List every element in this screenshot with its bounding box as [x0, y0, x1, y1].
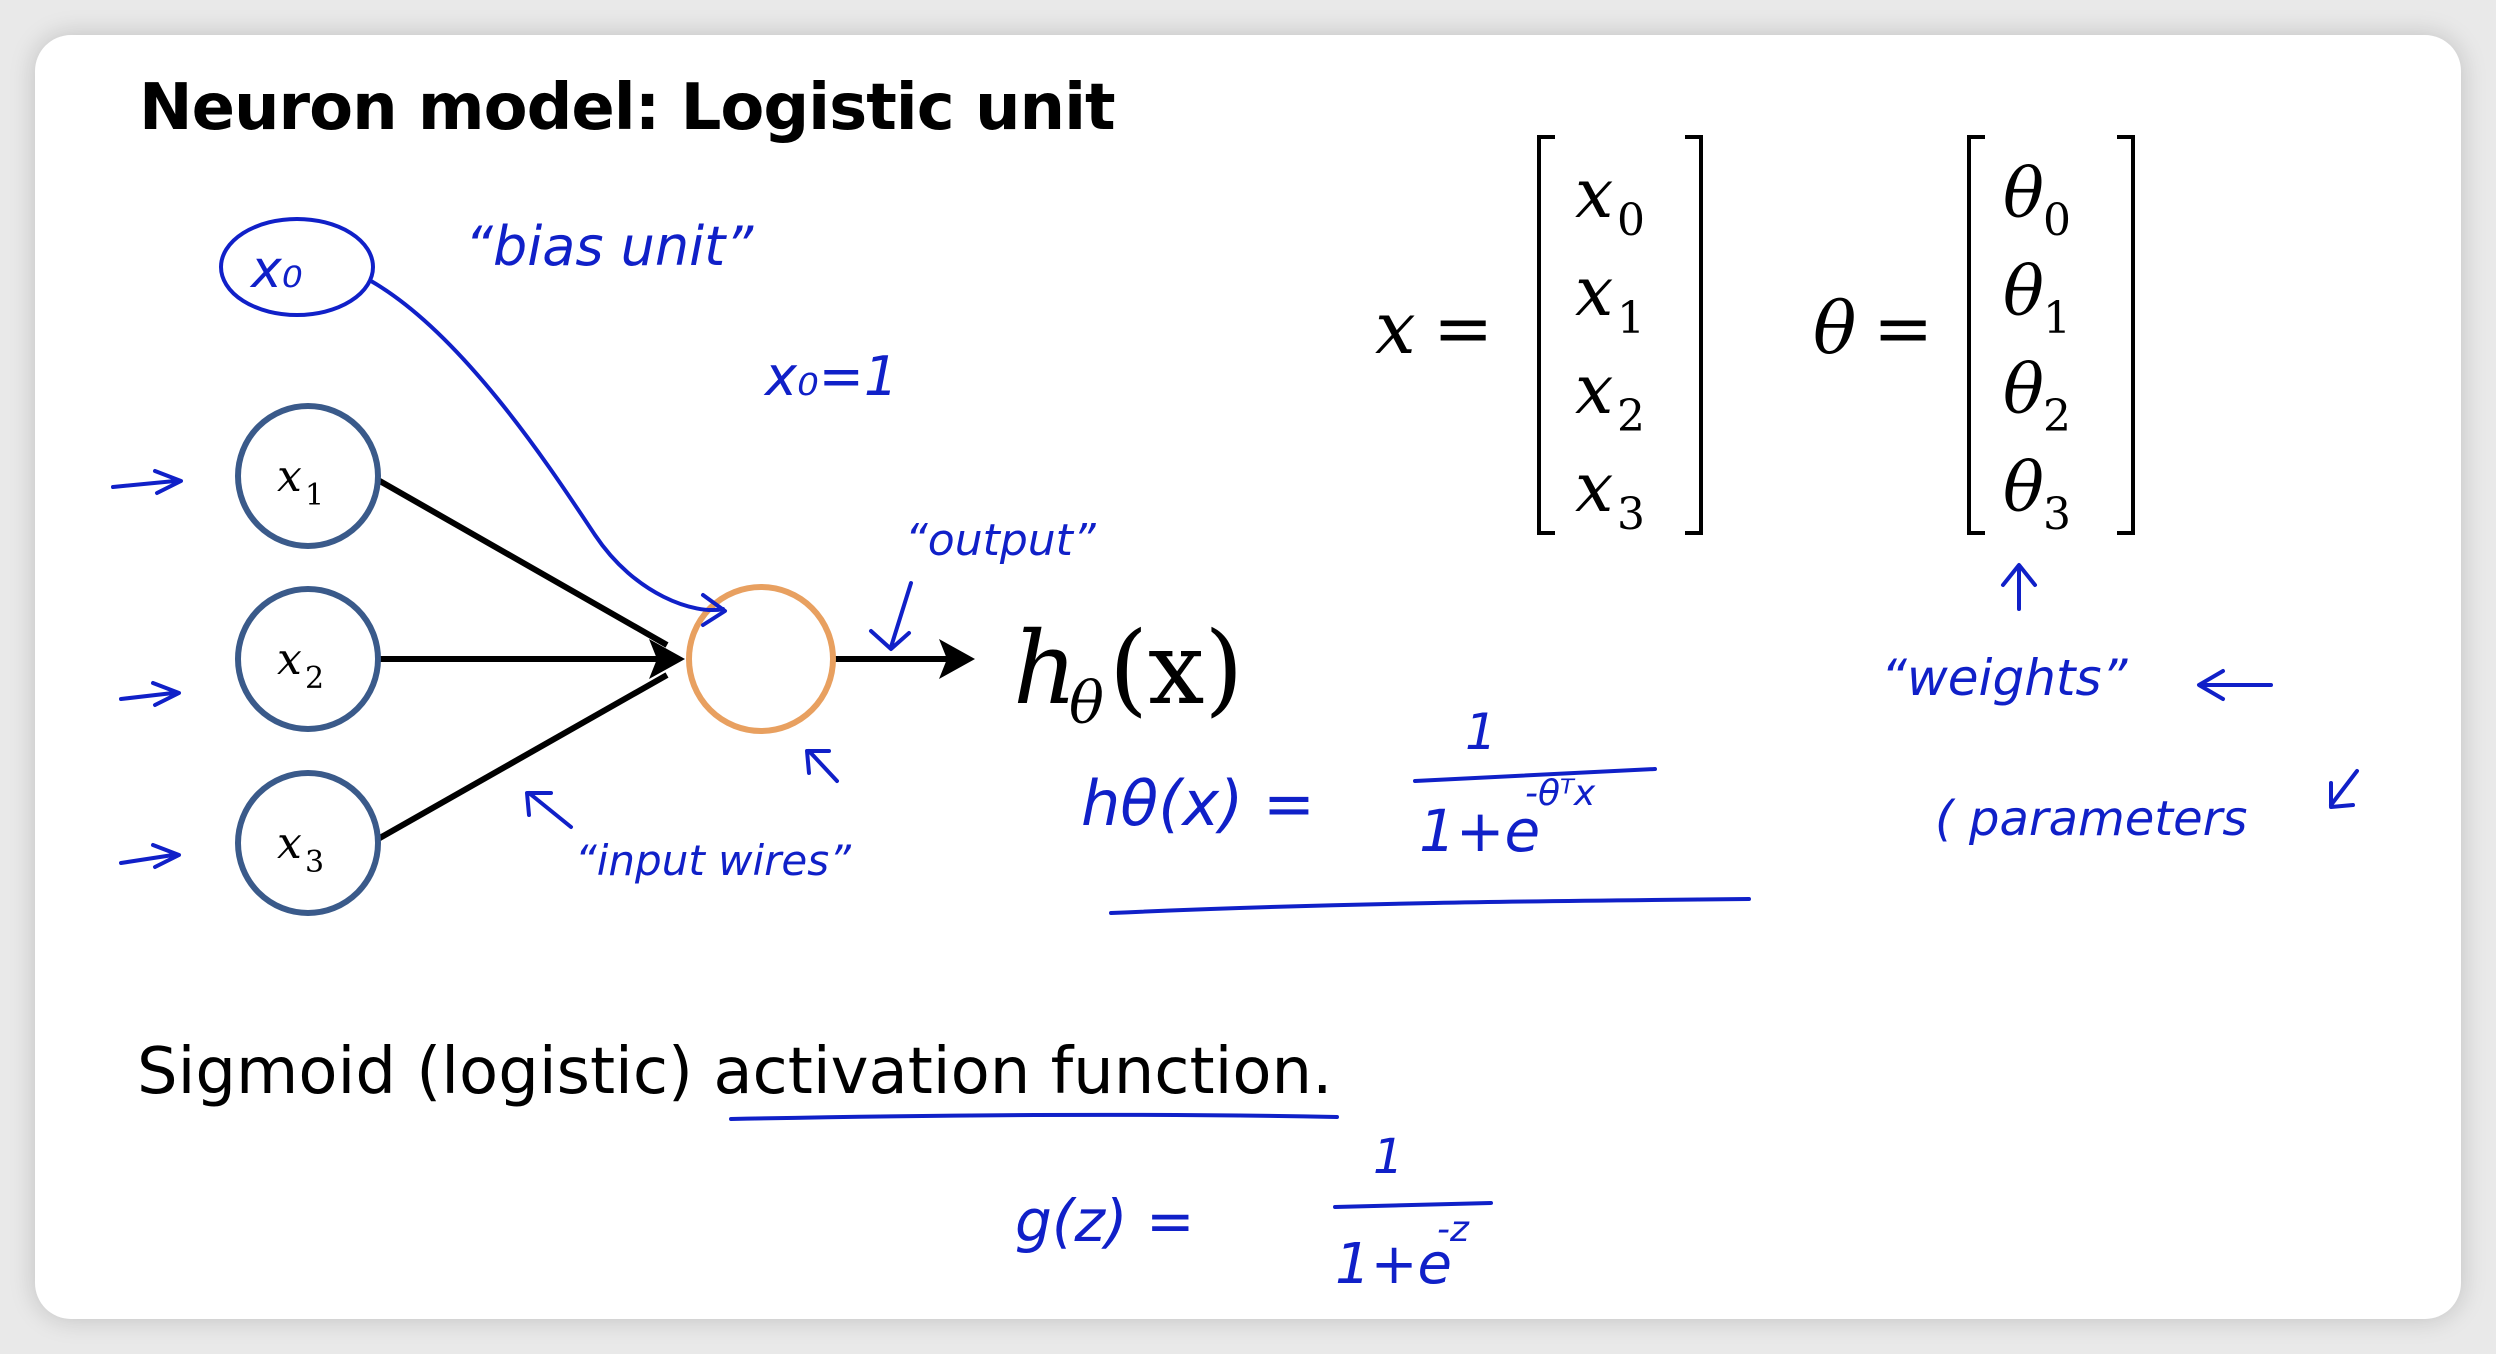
output-arg: (x): [1109, 610, 1243, 727]
x-vector-entry-3-sub: 3: [1617, 489, 1645, 540]
annotation-h-den-exp: -θᵀx: [1525, 773, 1596, 814]
annotation-g-den-base: 1+e: [1335, 1232, 1452, 1297]
g-fraction-bar: [1333, 1201, 1493, 1209]
output-neuron: [686, 584, 836, 734]
x-vector-entry-1: x: [1575, 253, 1613, 332]
weights-up-arrow: [2001, 563, 2037, 611]
x-vector-entry-1-sub: 1: [1617, 293, 1645, 344]
annotation-g-lhs: g(z) =: [1015, 1187, 1195, 1255]
parameters-arrow: [2329, 769, 2359, 809]
x-vector-entry-2-sub: 2: [1617, 391, 1645, 442]
x-vector-entry-2: x: [1575, 351, 1613, 430]
output-sub: θ: [1069, 669, 1104, 737]
neuron-diagram: x 1 x 2 x 3 h θ (x) x = x 0 x: [111, 135, 2359, 1297]
annotation-weights: “weights”: [1881, 649, 2129, 707]
input-node-x2-var: x: [277, 634, 302, 685]
x-vector-entry-3: x: [1575, 449, 1613, 528]
input-node-x3-sub: 3: [305, 845, 324, 880]
activation-caption-suffix: .: [1312, 1035, 1333, 1109]
annotation-x0-eq: x₀=1: [763, 345, 898, 408]
input-node-x3: x 3: [235, 770, 381, 916]
theta-vector-entry-0-sub: 0: [2043, 195, 2071, 246]
annotation-output: “output”: [905, 515, 1097, 566]
annotation-bias-unit: “bias unit”: [465, 215, 754, 278]
slide: Neuron model: Logistic unit x 1 x 2 x 3: [35, 35, 2461, 1319]
activation-caption-underlined: activation function: [713, 1035, 1313, 1109]
h-underline: [1109, 897, 1751, 915]
x-vector-entry-0-sub: 0: [1617, 195, 1645, 246]
annotation-g-num: 1: [1373, 1129, 1404, 1185]
theta-vector-eq: =: [1873, 286, 1933, 370]
activation-caption: Sigmoid (logistic) activation function.: [137, 1035, 1332, 1109]
annotation-h-num: 1: [1465, 703, 1497, 761]
edge-x3: [369, 672, 669, 846]
input-node-x3-var: x: [277, 818, 302, 869]
theta-vector-lhs: θ: [1813, 286, 1856, 370]
theta-vector-entry-0: θ: [2003, 155, 2044, 234]
annotation-parameters: ( parameters: [1935, 791, 2247, 847]
input-node-x1-var: x: [277, 451, 302, 502]
x-vector-lhs: x: [1375, 286, 1416, 370]
bias-node-ellipse: [219, 217, 375, 317]
input-arrow-3: [119, 843, 181, 869]
handwritten-annotations: x₀ “bias unit” x₀=1 “output” “input wire…: [111, 215, 2359, 1297]
annotation-h-den-base: 1+e: [1419, 797, 1540, 865]
input-node-x1-sub: 1: [305, 478, 324, 513]
input-node-x2-sub: 2: [305, 661, 324, 696]
bias-arrowhead: [701, 593, 727, 627]
input-arrow-2: [119, 681, 181, 707]
activation-underline: [729, 1112, 1339, 1121]
annotation-h-lhs: hθ(x) =: [1081, 767, 1315, 840]
x-vector: x = x 0 x 1 x 2 x 3: [1375, 135, 1703, 540]
output-arrowhead: [939, 639, 975, 679]
theta-vector-entry-1-sub: 1: [2043, 293, 2071, 344]
annotation-input-wires: “input wires”: [575, 836, 852, 885]
annotation-g-den-exp: -z: [1437, 1209, 1470, 1250]
edge-x1: [369, 473, 669, 648]
slide-title: Neuron model: Logistic unit: [139, 71, 1116, 145]
weights-arrow: [2197, 669, 2273, 701]
x-vector-entry-0: x: [1575, 155, 1613, 234]
input-node-x2: x 2: [235, 586, 381, 732]
theta-vector-entry-3-sub: 3: [2043, 489, 2071, 540]
bias-node-label: x₀: [249, 240, 303, 300]
input-node-x1: x 1: [235, 403, 381, 549]
theta-vector-entry-1: θ: [2003, 253, 2044, 332]
output-annotation-arrow: [869, 581, 913, 651]
input-arrow-1: [111, 469, 183, 495]
h-fraction-bar: [1413, 767, 1657, 783]
output-label: h θ (x): [1013, 610, 1243, 737]
theta-vector-entry-2: θ: [2003, 351, 2044, 430]
x-vector-eq: =: [1433, 286, 1493, 370]
theta-vector: θ = θ 0 θ 1 θ 2 θ 3: [1813, 135, 2135, 540]
theta-vector-entry-2-sub: 2: [2043, 391, 2071, 442]
output-h: h: [1013, 610, 1077, 727]
theta-vector-entry-3: θ: [2003, 449, 2044, 528]
activation-caption-prefix: Sigmoid (logistic): [137, 1035, 714, 1109]
bias-connection: [369, 279, 725, 612]
input-wires-arrow: [525, 791, 573, 829]
neuron-up-arrow: [805, 749, 839, 783]
edge-arrowhead: [649, 639, 685, 679]
